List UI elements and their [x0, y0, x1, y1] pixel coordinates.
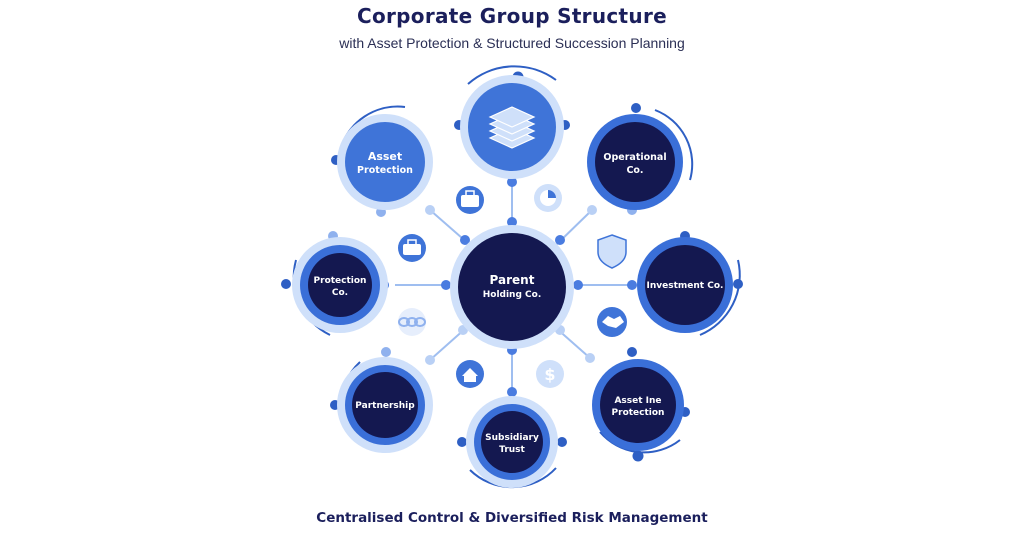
footer-caption: Centralised Control & Diversified Risk M…	[316, 510, 708, 526]
document-stack-icon	[488, 106, 536, 149]
node-protection: Protection Co.	[292, 237, 388, 333]
house-icon	[456, 360, 484, 388]
node-label: Subsidiary	[485, 433, 539, 443]
dollar-icon: $	[536, 360, 564, 388]
node-label: Co.	[332, 288, 348, 298]
node-top	[460, 75, 564, 179]
page-subtitle: with Asset Protection & Structured Succe…	[339, 35, 685, 51]
node-label: Partnership	[355, 401, 415, 411]
node-subsidiary-trust: Subsidiary Trust	[466, 396, 558, 488]
toolbox-icon	[398, 234, 426, 262]
briefcase-icon	[456, 186, 484, 214]
shield-icon	[597, 234, 627, 269]
node-asset-protection: Asset Protection	[337, 114, 433, 210]
node-label: Asset Ine	[614, 396, 661, 406]
chain-link-icon	[398, 308, 426, 336]
node-label: Asset	[368, 150, 402, 163]
node-parent-holding: Parent Holding Co.	[450, 225, 574, 349]
node-partnership: Partnership	[337, 357, 433, 453]
page-title: Corporate Group Structure	[357, 4, 667, 28]
node-label: Co.	[626, 165, 643, 176]
pie-chart-icon	[534, 184, 562, 212]
center-label: Parent	[490, 273, 535, 287]
node-label: Operational	[603, 152, 666, 163]
svg-text:$: $	[544, 365, 555, 384]
node-label: Investment Co.	[647, 281, 724, 291]
node-label: Trust	[499, 445, 525, 455]
center-label: Holding Co.	[483, 290, 542, 300]
node-label: Protection	[357, 165, 413, 176]
node-operational: Operational Co.	[587, 114, 683, 210]
node-label: Protection	[314, 276, 367, 286]
node-investment: Investment Co.	[637, 237, 733, 333]
handshake-icon	[597, 307, 627, 337]
node-asset-ine-protection: Asset Ine Protection	[592, 359, 684, 451]
node-label: Protection	[612, 408, 665, 418]
